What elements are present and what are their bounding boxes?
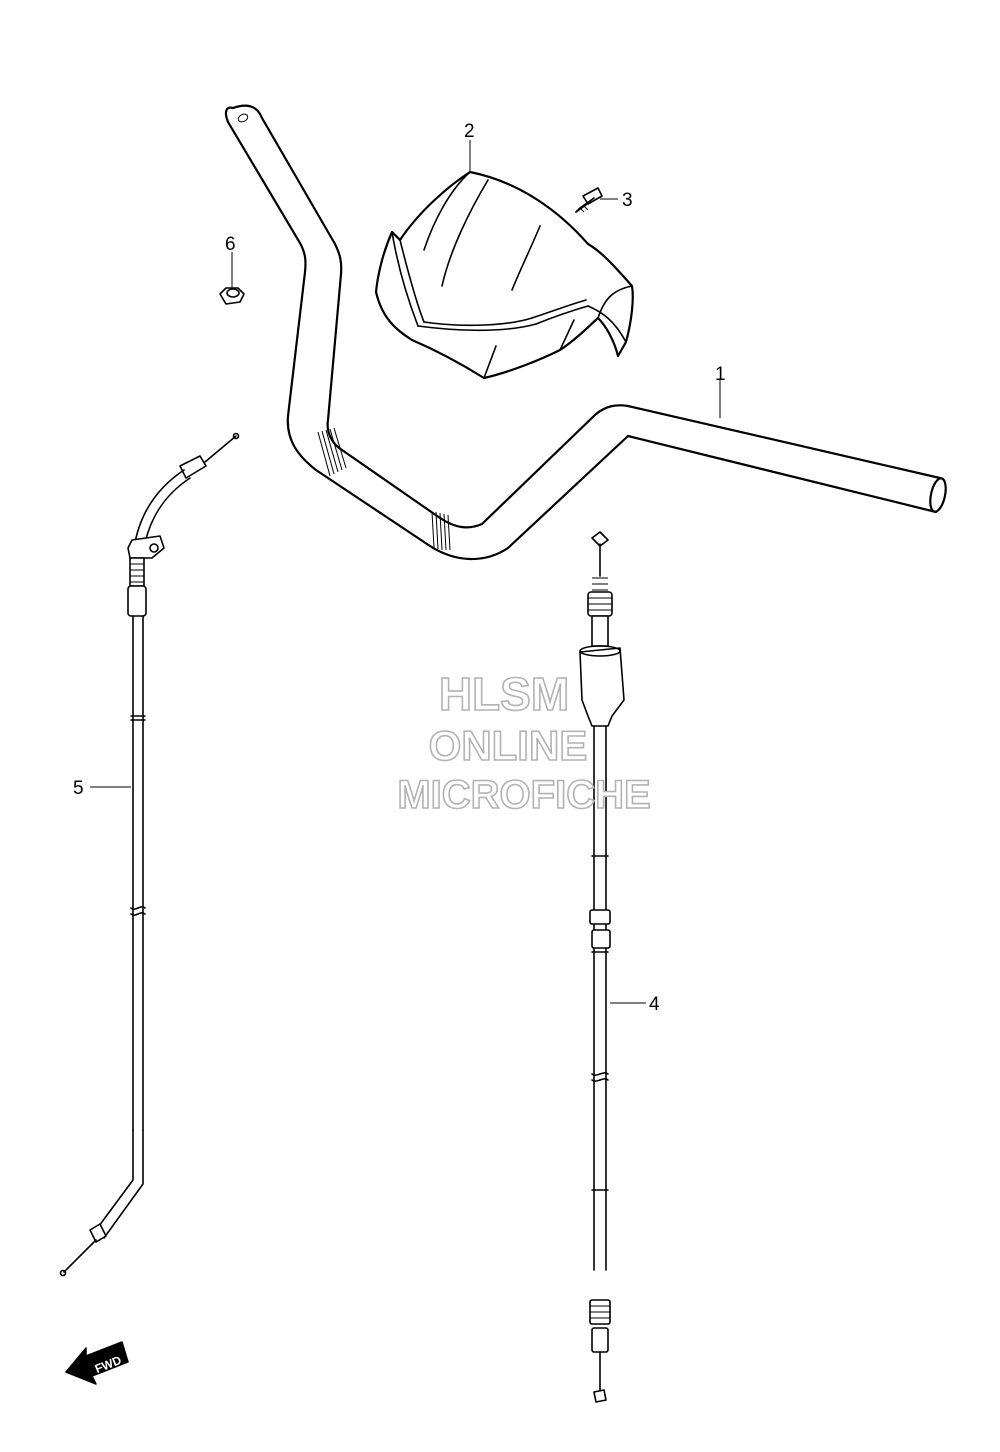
callout-4: 4 (649, 994, 660, 1015)
handlebar-cover[interactable] (374, 170, 634, 380)
callout-3: 3 (622, 190, 633, 211)
watermark-line-3: MICROFICHE (397, 773, 650, 817)
callout-5: 5 (73, 778, 84, 799)
leader-lines (90, 140, 721, 1004)
callout-2: 2 (464, 121, 475, 142)
screw[interactable] (575, 187, 603, 213)
callout-1: 1 (715, 364, 726, 385)
callout-6: 6 (225, 234, 236, 255)
knurl-band-right (431, 511, 451, 551)
clutch-cable[interactable] (579, 531, 625, 1403)
watermark-line-2: ONLINE (429, 722, 588, 769)
handlebar[interactable] (224, 104, 948, 561)
knurl-band-left (317, 427, 347, 477)
throttle-cable[interactable] (59, 432, 240, 1277)
watermark-line-1: HLSM (439, 668, 569, 720)
fwd-arrow-icon: FWD (65, 1341, 129, 1385)
nut[interactable] (219, 287, 245, 305)
